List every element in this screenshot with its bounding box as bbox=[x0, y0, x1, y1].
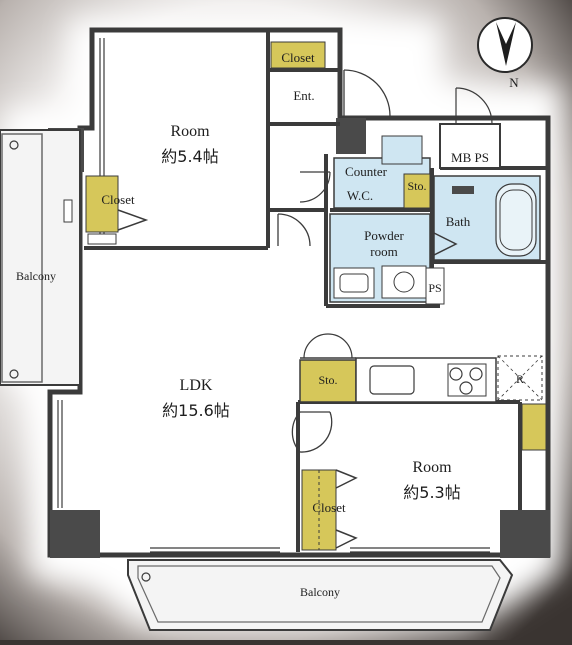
closet-entry bbox=[270, 41, 326, 69]
entrance-door[interactable] bbox=[343, 69, 391, 117]
bath-label: Bath bbox=[446, 214, 471, 229]
storage-kitchen-label: Sto. bbox=[318, 373, 337, 387]
powder-room bbox=[329, 213, 458, 305]
ps-label: PS bbox=[428, 281, 441, 295]
closet-entry-label: Closet bbox=[281, 50, 315, 65]
powder-room-label: room bbox=[370, 244, 397, 259]
room-south-name: Room bbox=[412, 459, 452, 476]
storage-wc-label: Sto. bbox=[407, 179, 426, 193]
storage-kitchen bbox=[299, 359, 357, 403]
fridge-label: R bbox=[516, 372, 524, 386]
closet-east bbox=[521, 403, 547, 451]
kitchen-counter bbox=[300, 357, 497, 403]
room-north-door[interactable] bbox=[277, 213, 311, 247]
balcony-south-label: Balcony bbox=[300, 585, 340, 599]
wc-label: W.C. bbox=[347, 188, 373, 203]
wc-room bbox=[299, 135, 431, 209]
closet-south bbox=[301, 469, 358, 551]
room-north-name: Room bbox=[170, 123, 210, 140]
ldk-name: LDK bbox=[180, 377, 213, 394]
powder-label: Powder bbox=[364, 228, 404, 243]
room-north-size: 約5.4帖 bbox=[161, 147, 218, 166]
entrance-label: Ent. bbox=[293, 88, 314, 103]
balcony-west bbox=[0, 129, 81, 386]
storage-kitchen-door[interactable] bbox=[303, 333, 353, 359]
ldk-size: 約15.6帖 bbox=[162, 401, 230, 420]
compass bbox=[477, 17, 533, 73]
room-south-door[interactable] bbox=[291, 411, 333, 453]
balcony-south bbox=[127, 559, 514, 631]
interior-walls bbox=[84, 30, 548, 552]
closet-south-label: Closet bbox=[312, 500, 346, 515]
windows bbox=[57, 38, 490, 553]
fridge-space bbox=[497, 355, 543, 401]
closet-left bbox=[85, 175, 149, 245]
mb-ps-label: MB PS bbox=[451, 150, 489, 165]
balcony-west-label: Balcony bbox=[16, 269, 56, 283]
closet-left-label: Closet bbox=[101, 192, 135, 207]
compass-north-label: N bbox=[509, 75, 519, 90]
room-south-size: 約5.3帖 bbox=[403, 483, 460, 502]
counter-label: Counter bbox=[345, 164, 388, 179]
mb-ps-area bbox=[439, 87, 501, 169]
